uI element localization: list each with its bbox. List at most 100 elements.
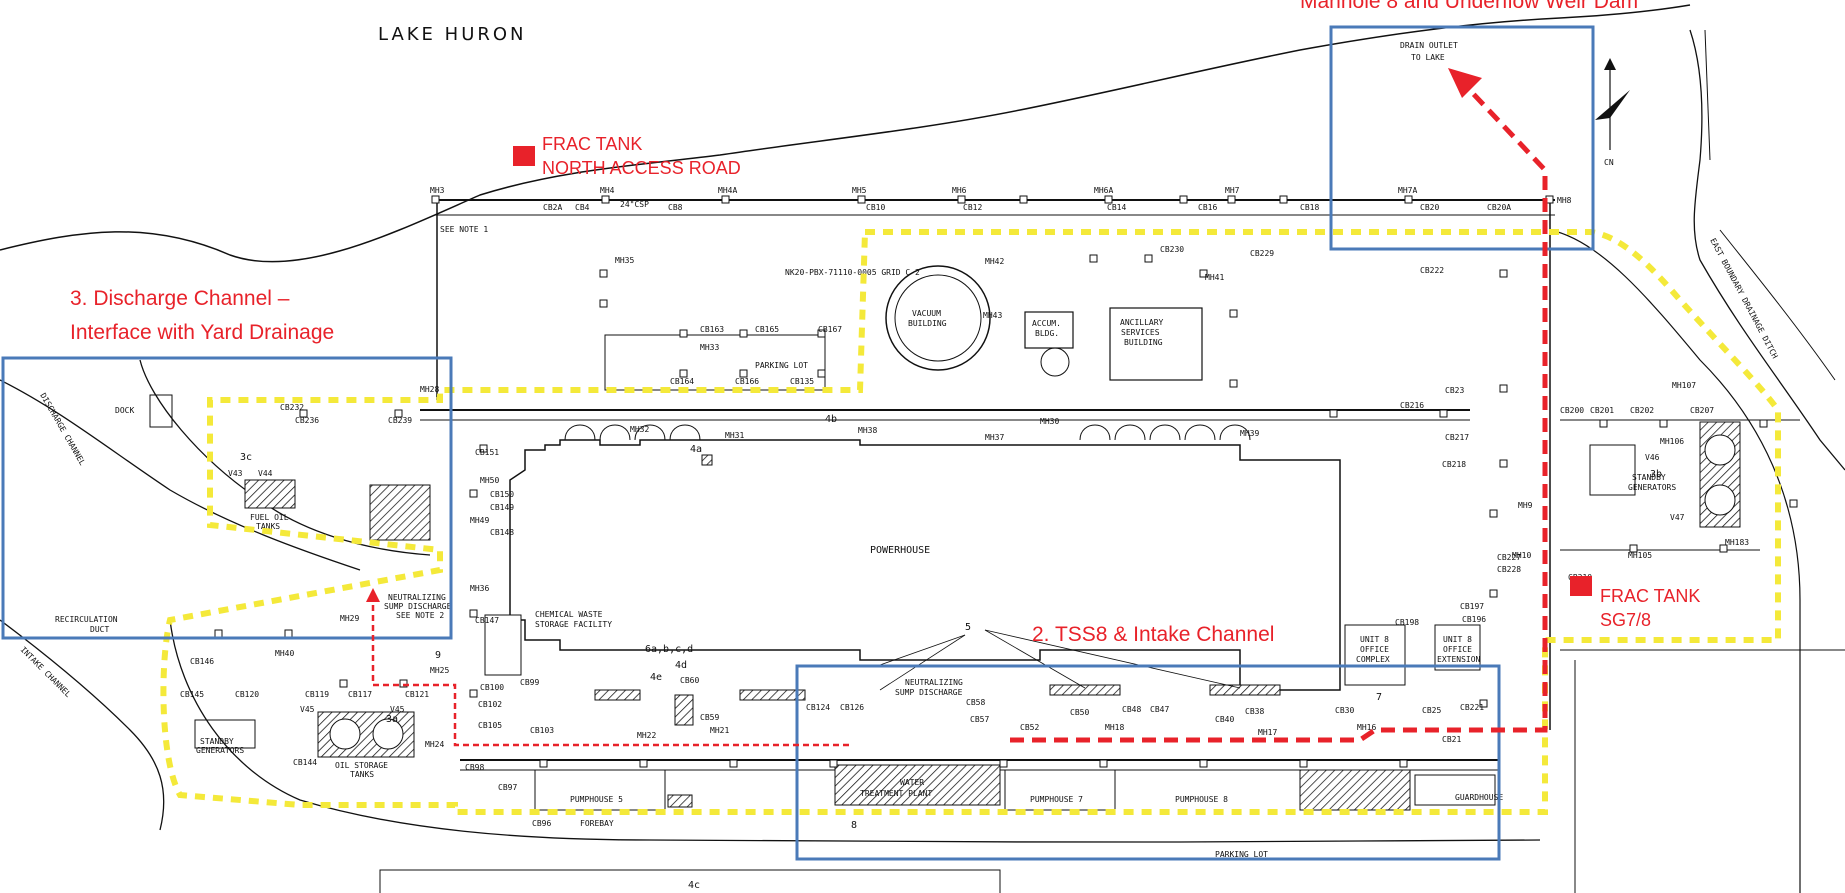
svg-text:CB97: CB97 xyxy=(498,783,517,792)
svg-text:8: 8 xyxy=(851,820,857,831)
accum-building xyxy=(1024,311,1074,349)
unit8x-label-3: EXTENSION xyxy=(1437,655,1481,664)
frac-tank-north-marker xyxy=(513,146,535,166)
svg-text:MH29: MH29 xyxy=(340,614,359,623)
svg-text:MH107: MH107 xyxy=(1672,381,1696,390)
structure-markers xyxy=(214,195,1798,768)
forebay-label: FOREBAY xyxy=(580,819,614,828)
svg-text:MH43: MH43 xyxy=(983,311,1002,320)
svg-text:CB145: CB145 xyxy=(180,690,204,699)
svg-text:7: 7 xyxy=(1376,692,1382,703)
svg-text:3b: 3b xyxy=(1650,469,1662,480)
discharge-channel-label: DISCHARGE CHANNEL xyxy=(38,392,87,468)
ancillary-building xyxy=(1109,307,1203,381)
svg-text:CB25: CB25 xyxy=(1422,706,1441,715)
svg-text:CB165: CB165 xyxy=(755,325,779,334)
svg-text:6a,b,c,d: 6a,b,c,d xyxy=(645,644,693,655)
east-shore-3 xyxy=(1704,29,1711,161)
svg-text:CB144: CB144 xyxy=(293,758,317,767)
guardhouse-label: GUARDHOUSE xyxy=(1455,793,1503,802)
svg-text:CB21: CB21 xyxy=(1442,735,1461,744)
frac-sg78-line1: FRAC TANK xyxy=(1600,586,1700,606)
parking-lot-north-label: PARKING LOT xyxy=(755,361,808,370)
svg-text:MH22: MH22 xyxy=(637,731,656,740)
east-shore xyxy=(1689,29,1845,471)
svg-text:CB59: CB59 xyxy=(700,713,719,722)
svg-text:4a: 4a xyxy=(690,444,702,455)
east-road xyxy=(1549,229,1801,893)
svg-text:4c: 4c xyxy=(688,880,700,891)
svg-text:CB221: CB221 xyxy=(1460,703,1484,712)
svg-text:CB105: CB105 xyxy=(478,721,502,730)
area-3-label-2: Interface with Yard Drainage xyxy=(70,321,334,344)
oil-storage-label-1: OIL STORAGE xyxy=(335,761,388,770)
svg-text:V44: V44 xyxy=(258,469,273,478)
ancillary-label-2: SERVICES xyxy=(1121,328,1160,337)
svg-text:CB167: CB167 xyxy=(818,325,842,334)
svg-text:MH6A: MH6A xyxy=(1094,186,1113,195)
east-shore-2 xyxy=(1719,229,1836,381)
svg-text:CB20A: CB20A xyxy=(1487,203,1511,212)
unit8-label-1: UNIT 8 xyxy=(1360,635,1389,644)
svg-text:MH4A: MH4A xyxy=(718,186,737,195)
svg-text:9: 9 xyxy=(435,650,441,661)
svg-text:MH18: MH18 xyxy=(1105,723,1124,732)
structure-labels: MH3 MH4 MH4A MH5 MH6 MH6A MH7 MH7A MH8 M… xyxy=(180,186,1749,828)
chemwaste-label-1: CHEMICAL WASTE xyxy=(535,610,603,619)
svg-text:3a: 3a xyxy=(386,714,398,725)
svg-text:CB202: CB202 xyxy=(1630,406,1654,415)
oil-tank-1 xyxy=(329,718,361,750)
guardhouse xyxy=(1414,774,1496,806)
pumphouse5-label: PUMPHOUSE 5 xyxy=(570,795,623,804)
parking-lot-south-label: PARKING LOT xyxy=(1215,850,1268,859)
svg-text:MH7: MH7 xyxy=(1225,186,1240,195)
svg-text:MH7A: MH7A xyxy=(1398,186,1417,195)
svg-text:MH24: MH24 xyxy=(425,740,444,749)
svg-text:CB230: CB230 xyxy=(1160,245,1184,254)
grid-note: NK20-PBX-71110-0005 GRID C-2 xyxy=(785,268,920,277)
area-1-cut-label: Manhole 8 and Underflow Weir Dam xyxy=(1300,0,1638,13)
svg-text:4d: 4d xyxy=(675,660,687,671)
svg-text:CB236: CB236 xyxy=(295,416,319,425)
area-3-box xyxy=(1,356,453,640)
svg-text:CB14: CB14 xyxy=(1107,203,1126,212)
hatch-area-4 xyxy=(674,694,694,726)
frac-north-line1: FRAC TANK xyxy=(542,134,642,154)
discharge-channel-edge xyxy=(0,379,361,571)
svg-text:MH31: MH31 xyxy=(725,431,744,440)
vacuum-label-1: VACUUM xyxy=(912,309,941,318)
svg-text:MH4: MH4 xyxy=(600,186,615,195)
svg-text:CB197: CB197 xyxy=(1460,602,1484,611)
powerhouse-outline xyxy=(509,439,1341,691)
powerhouse-arches xyxy=(564,424,1251,441)
lake-huron-label: LAKE HURON xyxy=(378,24,527,45)
north-arrow: CN xyxy=(1595,58,1630,167)
svg-text:CB10: CB10 xyxy=(866,203,885,212)
area-2-box xyxy=(795,664,1501,861)
water-label-1: WATER xyxy=(900,778,924,787)
svg-text:5: 5 xyxy=(965,622,971,633)
pumphouse-5 xyxy=(534,769,666,811)
svg-text:CB146: CB146 xyxy=(190,657,214,666)
svg-text:V45: V45 xyxy=(300,705,315,714)
standby-west-label-2: GENERATORS xyxy=(196,746,244,755)
svg-text:CB218: CB218 xyxy=(1442,460,1466,469)
ancillary-label-3: BUILDING xyxy=(1124,338,1163,347)
hatch-area-5b xyxy=(1209,684,1281,696)
svg-text:CB96: CB96 xyxy=(532,819,551,828)
svg-text:4b: 4b xyxy=(825,414,837,425)
svg-text:MH36: MH36 xyxy=(470,584,489,593)
standby-gen-west xyxy=(194,719,256,749)
frac-tank-sg78-marker xyxy=(1570,576,1592,596)
svg-text:CB52: CB52 xyxy=(1020,723,1039,732)
svg-text:CB23: CB23 xyxy=(1445,386,1464,395)
unit8-office xyxy=(1344,624,1406,686)
drain-outlet-label-2: TO LAKE xyxy=(1411,53,1445,62)
svg-text:CB239: CB239 xyxy=(388,416,412,425)
svg-text:MH32: MH32 xyxy=(630,425,649,434)
svg-text:CB147: CB147 xyxy=(475,616,499,625)
svg-text:CB229: CB229 xyxy=(1250,249,1274,258)
chemwaste-building xyxy=(484,614,522,676)
svg-text:MH25: MH25 xyxy=(430,666,449,675)
svg-text:MH21: MH21 xyxy=(710,726,729,735)
